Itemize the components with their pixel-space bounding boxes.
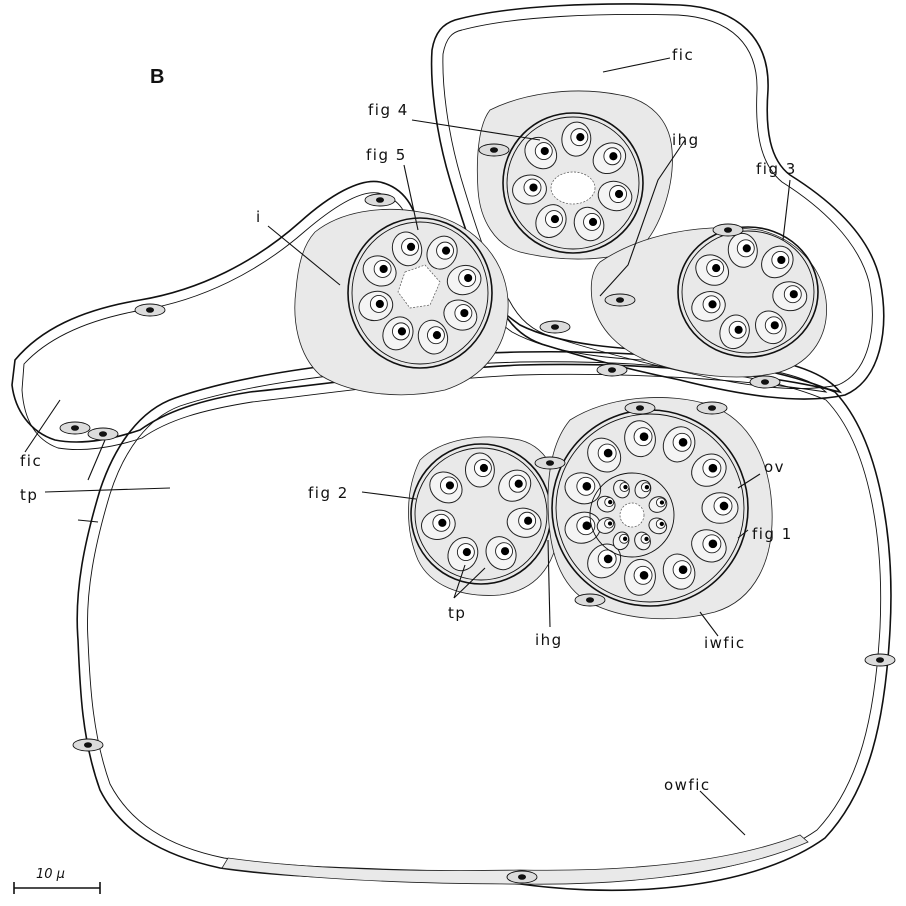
- nucleolus: [640, 571, 649, 580]
- follicle-cell-nucleus: [99, 431, 107, 437]
- follicle-cell-nucleus: [518, 874, 526, 880]
- nucleolus: [583, 521, 592, 530]
- nucleolus: [446, 481, 454, 489]
- nucleolus: [660, 500, 664, 504]
- fig-5-cluster: [295, 209, 508, 394]
- nucleolus: [407, 243, 415, 251]
- nucleolus: [438, 519, 446, 527]
- label-owfic: owfic: [664, 776, 711, 794]
- large-cyst: [77, 352, 891, 890]
- nucleolus: [576, 133, 584, 141]
- nucleolus: [480, 464, 488, 472]
- nucleolus: [380, 265, 388, 273]
- follicle-cell-nucleus: [616, 297, 624, 303]
- label-fig-2: fig 2: [308, 484, 349, 502]
- panel-label: B: [150, 66, 164, 88]
- nucleolus: [645, 485, 649, 489]
- nucleolus: [623, 485, 627, 489]
- follicle-cell-nucleus: [876, 657, 884, 663]
- follicle-cell-nucleus: [84, 742, 92, 748]
- follicle-cell-nucleus: [551, 324, 559, 330]
- follicle-cell-nucleus: [546, 460, 554, 466]
- label-fic-top: fic: [672, 46, 694, 64]
- follicle-cell-nucleus: [146, 307, 154, 313]
- nucleolus: [679, 565, 688, 574]
- nucleolus: [709, 540, 718, 549]
- nucleolus: [743, 244, 751, 252]
- nucleolus: [515, 480, 523, 488]
- nucleolus: [708, 300, 716, 308]
- label-tp-left: tp: [20, 486, 38, 504]
- label-ihg-top: ihg: [672, 131, 700, 149]
- nucleolus: [551, 215, 559, 223]
- label-fic-left: fic: [20, 452, 42, 470]
- follicle-cell-nucleus: [636, 405, 644, 411]
- follicle-cell-nucleus: [71, 425, 79, 431]
- nucleolus: [771, 321, 779, 329]
- label-i: i: [256, 208, 262, 226]
- nucleolus: [583, 482, 592, 491]
- label-ihg-bottom: ihg: [535, 631, 563, 649]
- nucleolus: [501, 547, 509, 555]
- follicle-cell-nucleus: [761, 379, 769, 385]
- nucleolus: [442, 247, 450, 255]
- fig-1-cluster: [548, 397, 772, 618]
- nucleolus: [398, 327, 406, 335]
- nucleolus: [640, 432, 649, 441]
- nucleolus: [709, 464, 718, 473]
- nucleolus: [464, 274, 472, 282]
- follicle-cell-nucleus: [586, 597, 594, 603]
- nucleolus: [660, 522, 664, 526]
- nucleolus: [541, 147, 549, 155]
- nucleolus: [460, 309, 468, 317]
- nucleolus: [529, 183, 537, 191]
- nucleolus: [735, 326, 743, 334]
- nucleolus: [376, 300, 384, 308]
- nucleolus: [644, 537, 648, 541]
- follicle-cell-nucleus: [724, 227, 732, 233]
- nucleolus: [433, 331, 441, 339]
- follicle-cell-nucleus: [376, 197, 384, 203]
- nucleolus: [712, 264, 720, 272]
- label-fig-5: fig 5: [366, 146, 407, 164]
- label-fig-4: fig 4: [368, 101, 409, 119]
- nucleolus: [608, 521, 612, 525]
- label-ov: ov: [764, 458, 785, 476]
- label-iwfic: iwfic: [704, 634, 746, 652]
- nucleolus: [589, 218, 597, 226]
- nucleolus: [777, 256, 785, 264]
- nucleolus: [604, 555, 613, 564]
- label-fig-3: fig 3: [756, 160, 797, 178]
- nucleolus: [463, 548, 471, 556]
- nucleolus: [623, 537, 627, 541]
- follicle-cell-nucleus: [608, 367, 616, 373]
- fig-4-cluster: [477, 91, 672, 259]
- nucleolus: [720, 502, 729, 511]
- nucleolus: [790, 290, 798, 298]
- scale-bar-label: 10 µ: [36, 867, 65, 882]
- scale-bar: 10 µ: [14, 867, 100, 894]
- nucleolus: [604, 449, 613, 458]
- nucleolus: [615, 190, 623, 198]
- label-tp-bottom: tp: [448, 604, 466, 622]
- nucleolus: [524, 517, 532, 525]
- follicle-cell-nucleus: [708, 405, 716, 411]
- label-fig-1: fig 1: [752, 525, 793, 543]
- nucleolus: [609, 152, 617, 160]
- follicle-cell-nucleus: [490, 147, 498, 153]
- nucleolus: [679, 438, 688, 447]
- nucleolus: [608, 500, 612, 504]
